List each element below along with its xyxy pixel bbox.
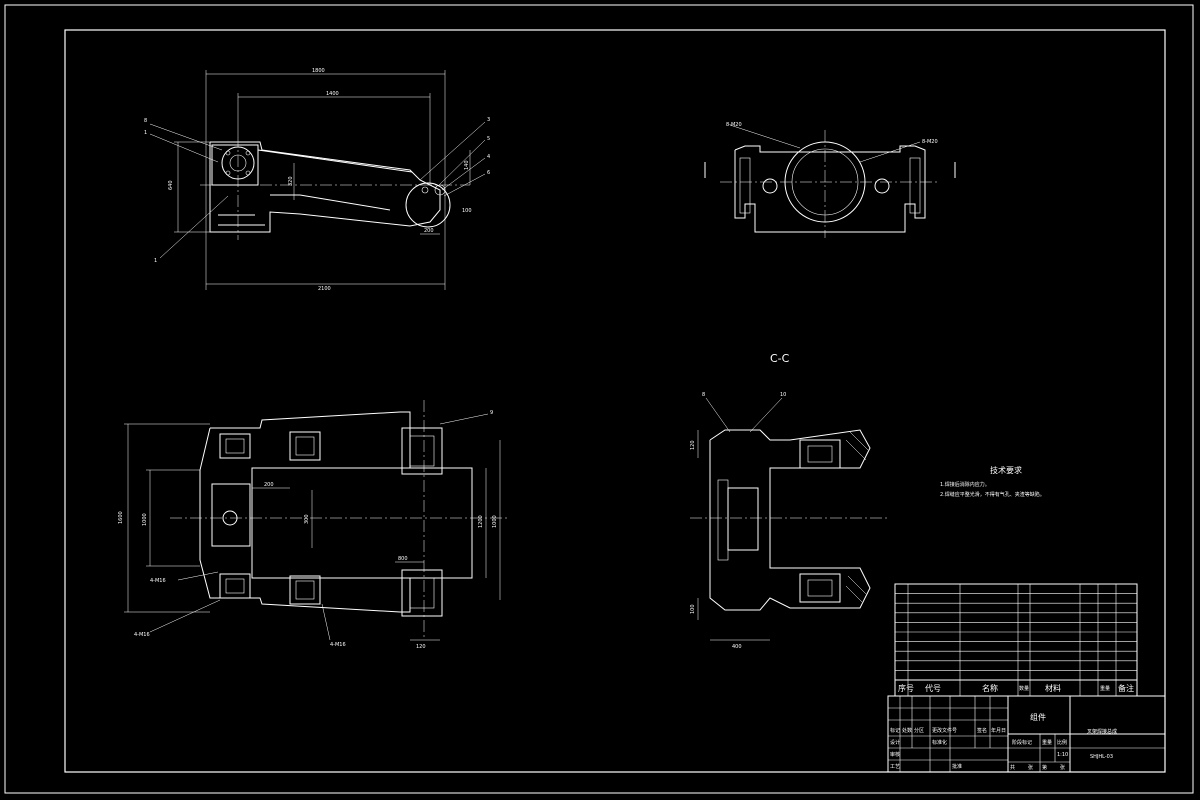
title-block-center-label: 组件 <box>1030 712 1046 722</box>
callout-top-6: 4 <box>487 154 490 160</box>
dim-plan-bottom: 120 <box>416 644 426 650</box>
callout-top-3: 1 <box>154 258 157 264</box>
callout-top-5: 5 <box>487 136 490 142</box>
tb-label-total: 共 <box>1010 764 1015 771</box>
tech-req-title: 技术要求 <box>990 465 1022 475</box>
hole-note-plan-c: 4-M16 <box>330 642 346 648</box>
dim-sec-lower: 100 <box>690 604 696 614</box>
dim-top-inner: 1400 <box>326 91 339 97</box>
dim-plan-center-w: 800 <box>398 556 408 562</box>
bom-header-remark: 备注 <box>1118 683 1134 693</box>
tb-label-approve: 批准 <box>952 763 962 770</box>
title-block: 组件 叉架焊接总成 SHJHL-03 1:10 标记 处数 分区 更改文件号 签… <box>887 695 1166 773</box>
title-block-scale: 1:10 <box>1057 752 1068 758</box>
dim-top-overall: 1800 <box>312 68 325 74</box>
section-label: C-C <box>770 352 790 365</box>
tb-label-weight: 重量 <box>1042 739 1052 746</box>
dim-top-right-2: 100 <box>462 208 472 214</box>
sheet-inner-border <box>64 29 1166 773</box>
tb-label-process: 工艺 <box>890 764 900 770</box>
bom-header-weight: 重量 <box>1100 685 1110 692</box>
callout-section-10: 10 <box>780 392 786 398</box>
tb-label-sign: 签名 <box>977 727 987 734</box>
tb-label-scale: 比例 <box>1057 739 1067 746</box>
end-view: 8-M20 8-M20 <box>704 122 956 238</box>
dim-sec-bottom: 400 <box>732 644 742 650</box>
tb-label-sheet: 张 <box>1060 764 1065 771</box>
hole-note-end-b: 8-M20 <box>922 139 938 145</box>
plan-view: 1600 1000 300 1200 1000 200 800 120 9 4-… <box>118 400 510 650</box>
callout-section-8: 8 <box>702 392 705 398</box>
tb-label-sheets: 张 <box>1028 764 1033 771</box>
tb-label-stage: 阶段标记 <box>1012 739 1032 746</box>
tb-label-count: 处数 <box>902 727 912 734</box>
dim-plan-right-h2: 1000 <box>492 515 498 528</box>
callout-top-7: 6 <box>487 170 490 176</box>
tech-req-item-1: 1.焊接后消除内应力。 <box>940 481 990 488</box>
bom-table: 序号 代号 名称 数量 材料 重量 备注 <box>894 583 1138 697</box>
tech-req-item-2: 2.焊缝应平整光滑，不得有气孔、夹渣等缺陷。 <box>940 491 1045 498</box>
tb-label-zone: 分区 <box>914 727 924 734</box>
bom-header-material: 材料 <box>1045 683 1061 693</box>
dim-plan-small: 200 <box>264 482 274 488</box>
bom-header-code: 代号 <box>925 683 941 693</box>
hole-note-plan-a: 4-M16 <box>150 578 166 584</box>
bom-header-seq: 序号 <box>898 683 914 693</box>
dim-plan-left-h: 1600 <box>118 511 124 524</box>
dim-top-small: 200 <box>424 228 434 234</box>
callout-top-2: 1 <box>144 130 147 136</box>
tb-label-change: 更改文件号 <box>932 727 957 734</box>
technical-requirements: 技术要求 1.焊接后消除内应力。 2.焊缝应平整光滑，不得有气孔、夹渣等缺陷。 <box>940 465 1045 498</box>
hole-note-end-a: 8-M20 <box>726 122 742 128</box>
tb-label-design: 设计 <box>890 739 900 746</box>
title-block-drawing-name: 叉架焊接总成 <box>1087 728 1117 735</box>
dim-plan-mid: 300 <box>304 514 310 524</box>
hole-note-plan-b: 4-M16 <box>134 632 150 638</box>
dim-sec-left: 120 <box>690 440 696 450</box>
sheet-outer-border <box>4 4 1194 794</box>
dim-top-height-left: 640 <box>168 180 174 190</box>
tb-label-no: 第 <box>1042 764 1047 771</box>
elevation-view: 1800 1400 2100 640 320 140 100 200 8 1 1… <box>144 68 490 292</box>
callout-top-4: 3 <box>487 117 490 123</box>
tb-label-standard: 标准化 <box>932 739 947 746</box>
callout-top-1: 8 <box>144 118 147 124</box>
dim-plan-inner-h: 1000 <box>142 513 148 526</box>
bom-header-qty: 数量 <box>1019 685 1029 692</box>
tb-label-date: 年月日 <box>991 727 1006 734</box>
section-cc-view: C-C 8 10 400 120 100 <box>690 352 890 650</box>
dim-plan-right-h: 1200 <box>478 515 484 528</box>
bom-header-name: 名称 <box>982 683 998 693</box>
tb-label-review: 审核 <box>890 751 900 758</box>
dim-top-bottom: 2100 <box>318 286 331 292</box>
dim-top-inner-h: 320 <box>288 176 294 186</box>
dim-top-right-1: 140 <box>464 160 470 170</box>
callout-plan-9: 9 <box>490 410 493 416</box>
tb-label-mark: 标记 <box>890 727 900 734</box>
title-block-drawing-no: SHJHL-03 <box>1090 754 1113 760</box>
